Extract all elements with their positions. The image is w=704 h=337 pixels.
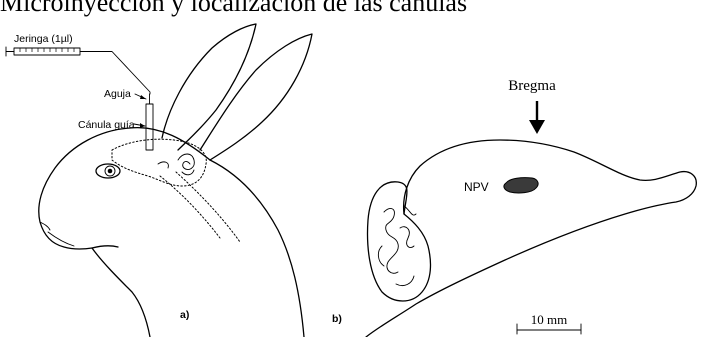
syringe-barrel: [14, 48, 80, 55]
scale-bar-label: 10 mm: [531, 312, 567, 327]
syringe-graduations: [20, 48, 74, 52]
npv-label: NPV: [464, 180, 489, 194]
npv-nucleus: [504, 178, 538, 193]
cerebellum-outline: [368, 182, 431, 301]
cerebellum-folds: [378, 206, 416, 286]
rabbit-jaw-outline: [92, 246, 118, 248]
panel-a: Jeringa (1µl) Aguja Cánula guía a): [6, 24, 312, 337]
bregma-arrow-head: [529, 120, 545, 134]
needle-label: Aguja: [104, 88, 131, 100]
syringe-label: Jeringa (1µl): [14, 33, 73, 45]
panel-a-label: a): [180, 309, 189, 321]
rabbit-pupil: [108, 169, 113, 174]
rabbit-brainstem-dotted: [160, 172, 240, 242]
panel-b-label: b): [332, 313, 342, 325]
guide-cannula: [146, 104, 153, 150]
needle-leader-arrow: [140, 95, 146, 99]
panel-b: Bregma NPV 10 mm b): [332, 78, 696, 337]
rabbit-ear-back: [200, 34, 312, 160]
cannula-label: Cánula guía: [78, 119, 135, 131]
rabbit-back-outline: [210, 160, 304, 337]
syringe: [6, 47, 88, 56]
bregma-label: Bregma: [508, 78, 556, 94]
brain-outline: [366, 140, 696, 337]
rabbit-mouth: [48, 232, 74, 246]
rabbit-head-outline: [39, 128, 210, 337]
